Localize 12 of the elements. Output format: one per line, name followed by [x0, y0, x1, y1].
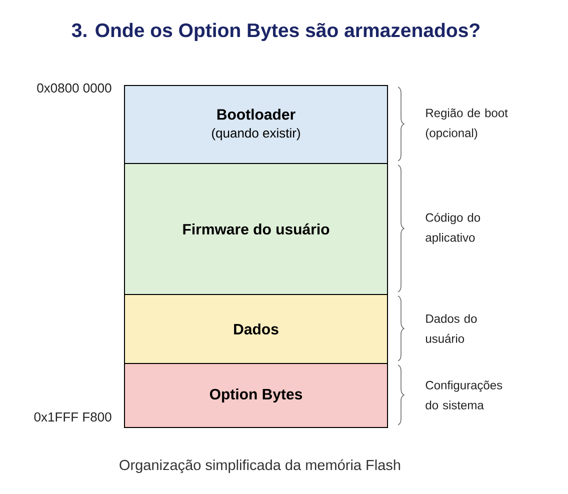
region-label: Região de boot (opcional)	[426, 108, 508, 140]
memory-region: Dados	[124, 294, 388, 364]
memory-region: Bootloader (quando existir)	[124, 85, 388, 164]
memory-region: Firmware do usuário	[124, 163, 388, 295]
region-label: Dados do usuário	[426, 314, 477, 343]
address-label: 0x0800 0000	[37, 83, 112, 93]
region-label: Código do aplicativo	[426, 212, 480, 244]
caption: Organização simplificada da memória Flash	[120, 459, 400, 474]
address-label: 0x1FFF F800	[34, 412, 112, 422]
memory-region: Option Bytes	[124, 363, 388, 428]
title: 3. Onde os Option Bytes são armazenados?	[72, 22, 480, 42]
region-label: Configurações do sistema	[426, 380, 502, 410]
